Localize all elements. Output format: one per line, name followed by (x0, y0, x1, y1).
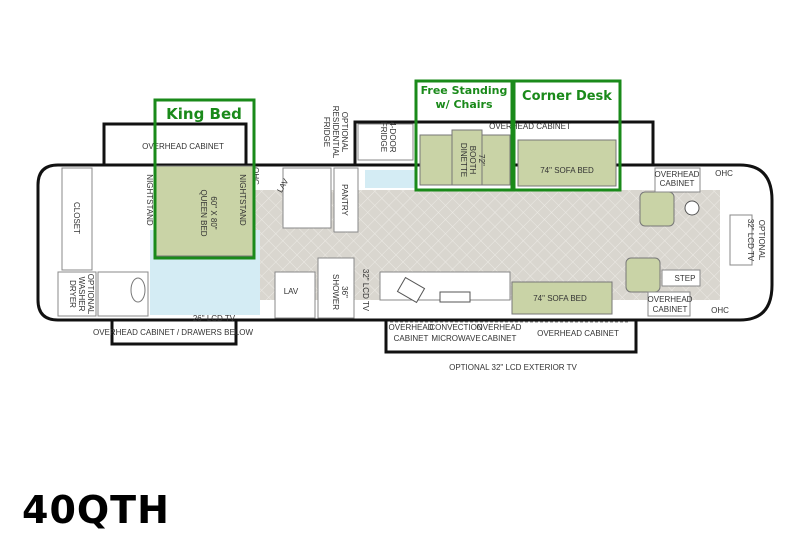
highlight-king-bed-label: King Bed (166, 105, 242, 123)
label-overhead-cabinet: CABINET (394, 334, 429, 343)
queen-bed (154, 165, 254, 257)
label-dinette: BOOTH (468, 146, 477, 175)
label-exterior-tv: OPTIONAL 32" LCD EXTERIOR TV (449, 363, 577, 372)
label-lcd-tv: 26" LCD TV (193, 314, 236, 323)
label-shower: SHOWER (331, 274, 340, 310)
shower (317, 257, 355, 319)
highlight-corner-desk-label: Corner Desk (522, 89, 612, 104)
label-nightstand: NIGHTSTAND (238, 174, 247, 226)
label-bed: 60" X 80" (209, 196, 218, 229)
fridge-floor (365, 170, 415, 188)
toilet (130, 277, 146, 303)
highlight-free-standing (414, 79, 514, 192)
label-shower: 36" (340, 286, 349, 298)
label-microwave: MICROWAVE (431, 334, 480, 343)
label-dinette: DINETTE (459, 143, 468, 177)
label-fridge-option: OPTIONAL (340, 112, 349, 153)
label-washer: DRYER (68, 280, 77, 308)
label-ohc: OHC (715, 169, 733, 178)
label-lcd-tv: 32" LCD TV (361, 269, 370, 312)
label-nightstand: NIGHTSTAND (145, 174, 154, 226)
label-washer: OPTIONAL (86, 274, 95, 315)
dinette-table (451, 129, 483, 186)
passenger-seat (625, 257, 661, 293)
sofa-bed-upper (517, 139, 617, 187)
label-front-tv: OPTIONAL (757, 220, 766, 261)
label-pantry: PANTRY (340, 184, 349, 216)
model-name: 40QTH (22, 488, 170, 532)
closet (61, 167, 93, 271)
cooktop (439, 291, 471, 303)
sink (396, 276, 426, 304)
label-bed: QUEEN BED (199, 189, 208, 236)
highlight-corner-desk (512, 79, 622, 192)
label-overhead-cabinet: OVERHEAD (477, 323, 522, 332)
front-tv (729, 214, 753, 266)
sofa-bed-lower (511, 281, 613, 315)
lav-sink-area (274, 271, 316, 319)
label-overhead-cabinet: CABINET (482, 334, 517, 343)
label-overhead-cabinet: CABINET (653, 305, 688, 314)
label-microwave: CONVECTION (429, 323, 483, 332)
label-fridge: FRIDGE (379, 122, 388, 152)
oh-cabinet-front-top (654, 167, 701, 193)
fridge (357, 123, 414, 161)
highlight-free-standing-label: Free Standing (421, 84, 508, 97)
label-overhead-cabinet: OVERHEAD (655, 170, 700, 179)
highlight-free-standing-label: w/ Chairs (435, 98, 493, 111)
label-overhead-drawers: OVERHEAD CABINET / DRAWERS BELOW (93, 328, 253, 337)
label-fridge: 4-DOOR (388, 121, 397, 152)
label-fridge-option: FRIDGE (322, 117, 331, 147)
label-overhead-cabinet: OVERHEAD CABINET (537, 329, 619, 338)
label-lav: LAV (284, 287, 299, 296)
pantry (333, 167, 359, 233)
label-washer: WASHER (77, 277, 86, 312)
label-dinette: 72" (477, 154, 486, 166)
label-front-tv: 32" LCD TV (746, 219, 755, 262)
highlight-king-bed (153, 98, 256, 260)
washer-dryer (57, 271, 97, 317)
lav-room (282, 167, 332, 229)
label-closet: CLOSET (72, 202, 81, 234)
oh-cabinet-front-bottom (647, 291, 691, 317)
label-step: STEP (675, 274, 696, 283)
steering-wheel-icon (684, 200, 700, 216)
step (661, 269, 701, 287)
label-overhead-cabinet: OVERHEAD (389, 323, 434, 332)
label-fridge-option: RESIDENTIAL (331, 106, 340, 159)
label-sofa-bed: 74" SOFA BED (533, 294, 587, 303)
label-overhead-cabinet-bedroom: OVERHEAD CABINET (142, 142, 224, 151)
label-overhead-cabinet: OVERHEAD (648, 295, 693, 304)
label-ohc: OHC (711, 306, 729, 315)
driver-seat (639, 191, 675, 227)
label-overhead-cabinet: CABINET (660, 179, 695, 188)
label-sofa-bed: 74" SOFA BED (540, 166, 594, 175)
label-overhead-cabinet: OVERHEAD CABINET (489, 122, 571, 131)
